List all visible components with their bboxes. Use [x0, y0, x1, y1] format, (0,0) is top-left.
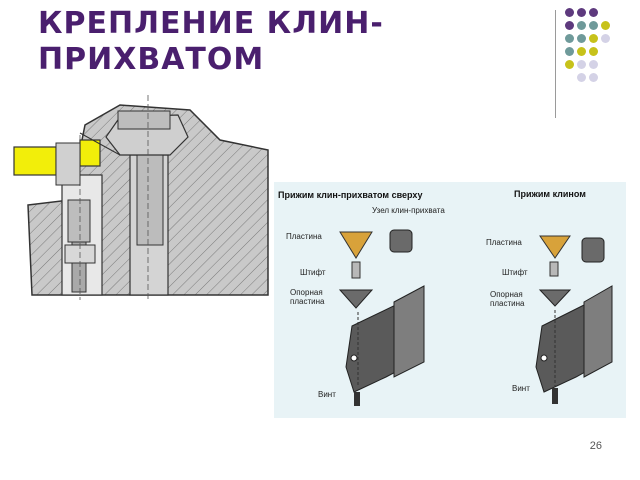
- decorative-dot: [577, 47, 586, 56]
- decorative-dot: [577, 73, 586, 82]
- clamping-methods-figure: Прижим клин-прихватом сверху Прижим клин…: [274, 182, 626, 418]
- left-plate-label: Пластина: [286, 232, 322, 241]
- right-plate-label: Пластина: [486, 238, 522, 247]
- slide-number: 26: [589, 440, 602, 452]
- clamp-section-drawing: [10, 95, 270, 300]
- decorative-dot: [565, 60, 574, 69]
- right-support-label: Опорная пластина: [490, 290, 525, 308]
- decorative-dot: [577, 60, 586, 69]
- left-support-label: Опорная пластина: [290, 288, 325, 306]
- decorative-dot: [601, 21, 610, 30]
- decorative-dot: [589, 60, 598, 69]
- decorative-dot: [565, 34, 574, 43]
- decorative-dot: [565, 21, 574, 30]
- decorative-dot: [601, 34, 610, 43]
- decorative-dot: [589, 34, 598, 43]
- decorative-dot: [589, 73, 598, 82]
- decorative-divider: [555, 10, 556, 118]
- decorative-dot: [589, 8, 598, 17]
- top-clamp-heading: Прижим клин-прихватом сверху: [278, 190, 423, 200]
- decorative-dot: [565, 47, 574, 56]
- right-pin-label: Штифт: [502, 268, 528, 277]
- decorative-dot: [577, 8, 586, 17]
- decorative-dot: [577, 21, 586, 30]
- right-screw-label: Винт: [512, 384, 530, 393]
- left-screw-label: Винт: [318, 390, 336, 399]
- assembly-label: Узел клин-прихвата: [372, 206, 445, 215]
- decorative-dot: [589, 21, 598, 30]
- decorative-dot: [565, 8, 574, 17]
- wedge-clamp-heading: Прижим клином: [514, 189, 586, 199]
- decorative-dot: [577, 34, 586, 43]
- decorative-dot: [589, 47, 598, 56]
- left-pin-label: Штифт: [300, 268, 326, 277]
- slide-title: КРЕПЛЕНИЕ КЛИН-ПРИХВАТОМ: [38, 6, 384, 77]
- decorative-dot-grid: [565, 8, 635, 108]
